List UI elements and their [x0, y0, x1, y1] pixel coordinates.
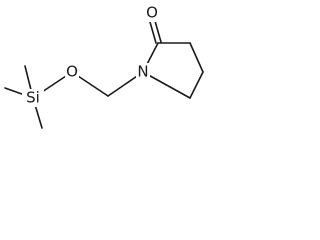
bond-c4-c5: [189, 71, 204, 99]
atom-silicon: Si: [26, 89, 40, 107]
bond-c2-o-double-b: [154, 20, 162, 43]
bond-c3-c4: [189, 42, 204, 73]
atom-oxygen-carbonyl: O: [146, 4, 158, 22]
chemical-structure-diagram: O N O Si: [4, 4, 204, 129]
oxygen-carbonyl-bg: [145, 4, 159, 22]
oxygen-ether-bg: [65, 63, 79, 81]
bond-group: [4, 20, 204, 129]
atom-oxygen-ether: O: [66, 63, 78, 81]
atom-label-group: O N O Si: [22, 4, 159, 107]
nitrogen-bg: [136, 63, 150, 81]
silicon-bg: [22, 89, 44, 107]
bond-c5-n: [142, 71, 191, 99]
atom-nitrogen: N: [137, 63, 148, 81]
bond-c2-o-double-a: [149, 21, 157, 44]
